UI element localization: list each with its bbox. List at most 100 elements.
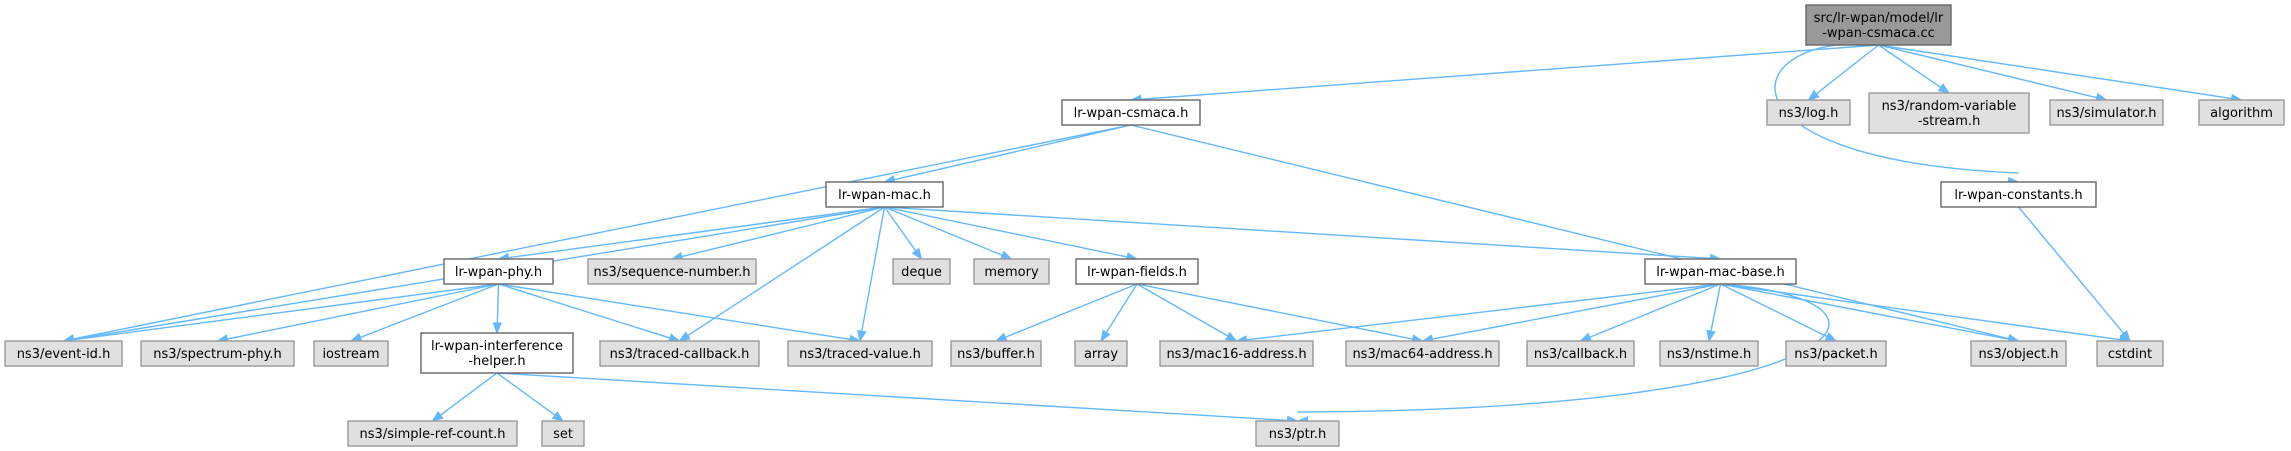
node-box <box>1255 420 1340 447</box>
node-constants_h[interactable]: lr-wpan-constants.h <box>1940 181 2097 208</box>
edge-arrowhead <box>1937 83 1951 94</box>
edge-line <box>1136 283 1230 338</box>
edge-line <box>893 124 1132 181</box>
edge-line <box>1431 283 1721 340</box>
node-label: lr-wpan-csmaca.h <box>1074 106 1189 121</box>
node-iostream: iostream <box>313 340 389 367</box>
edge-mac_h-to-macbase_h <box>884 206 1722 264</box>
node-label: cstdint <box>2108 347 2152 362</box>
node-label: deque <box>901 265 942 280</box>
edge-line <box>1588 283 1721 339</box>
node-label: lr-wpan-phy.h <box>455 265 542 280</box>
edge-arrowhead <box>551 410 565 422</box>
node-label: ns3/ptr.h <box>1269 427 1327 442</box>
node-label: lr-wpan-fields.h <box>1087 265 1187 280</box>
edge-line <box>72 283 499 341</box>
edge-mac_h-to-phy_h <box>497 206 885 263</box>
edge-arrowhead <box>1706 329 1716 343</box>
edge-line <box>1710 283 1722 333</box>
edge-constants_h-to-cstdint <box>2017 206 2131 343</box>
edge-fields_h-to-array <box>1100 283 1138 343</box>
edge-line <box>496 372 557 417</box>
node-box <box>1644 258 1797 285</box>
node-label: lr-wpan-mac.h <box>838 188 931 203</box>
node-ptr_h: ns3/ptr.h <box>1255 420 1340 447</box>
edge-line <box>1878 44 2098 99</box>
edge-root-to-rvs_h <box>1878 44 1951 94</box>
edge-arrowhead <box>999 250 1013 260</box>
node-label: ns3/event-id.h <box>17 347 111 362</box>
node-label: ns3/simulator.h <box>2056 106 2156 121</box>
node-seqnum_h: ns3/sequence-number.h <box>587 258 757 285</box>
node-label: ns3/callback.h <box>1534 347 1627 362</box>
edge-line <box>1815 44 1879 95</box>
node-box <box>599 340 760 367</box>
node-fields_h[interactable]: lr-wpan-fields.h <box>1075 258 1199 285</box>
node-csmaca_h[interactable]: lr-wpan-csmaca.h <box>1061 99 1201 126</box>
edge-line <box>359 283 499 339</box>
edges-layer <box>62 43 2243 426</box>
node-cstdint: cstdint <box>2096 340 2164 367</box>
edge-line <box>1878 44 1942 89</box>
edge-line <box>1720 283 1829 338</box>
edge-mac_h-to-memory <box>884 206 1013 260</box>
edge-arrowhead <box>349 332 363 342</box>
node-tcallback_h: ns3/traced-callback.h <box>599 340 760 367</box>
edge-arrowhead <box>1824 332 1838 342</box>
node-macbase_h[interactable]: lr-wpan-mac-base.h <box>1644 258 1797 285</box>
edge-line <box>1139 44 1879 101</box>
node-label: algorithm <box>2210 106 2273 121</box>
node-box <box>973 258 1050 285</box>
edge-arrowhead <box>857 329 867 343</box>
node-label: array <box>1084 347 1118 362</box>
node-label: ns3/object.h <box>1978 347 2058 362</box>
edge-line <box>72 124 1132 340</box>
node-label: ns3/sequence-number.h <box>594 265 751 280</box>
edge-csmaca_h-to-mac_h <box>883 124 1132 185</box>
node-label: ns3/traced-callback.h <box>610 347 750 362</box>
node-eventid_h: ns3/event-id.h <box>4 340 123 367</box>
node-box <box>1159 340 1314 367</box>
node-box <box>1785 340 1887 367</box>
edge-root-to-csmaca_h <box>1129 44 1879 104</box>
node-label: ns3/simple-ref-count.h <box>360 427 506 442</box>
node-box <box>1345 340 1500 367</box>
node-box <box>892 258 951 285</box>
edge-mac_h-to-tcallback_h <box>678 206 885 342</box>
node-label: ns3/spectrum-phy.h <box>153 347 282 362</box>
node-box <box>420 332 574 374</box>
node-tvalue_h: ns3/traced-value.h <box>787 340 933 367</box>
node-root[interactable]: src/lr-wpan/model/lr-wpan-csmaca.cc <box>1805 4 1952 46</box>
node-array: array <box>1074 340 1128 367</box>
edge-line <box>1774 43 2019 174</box>
edge-line <box>498 283 852 341</box>
node-label: -stream.h <box>1918 114 1981 129</box>
edge-root-to-log_h <box>1807 44 1879 101</box>
node-box <box>541 420 585 447</box>
edge-line <box>883 206 917 253</box>
edge-line <box>1878 44 2233 100</box>
node-box <box>1659 340 1759 367</box>
edge-fields_h-to-mac64_h <box>1136 283 1424 344</box>
node-simplerc_h: ns3/simple-ref-count.h <box>347 420 518 447</box>
node-box <box>2049 99 2164 126</box>
edge-phy_h-to-interf_h <box>492 283 503 335</box>
node-phy_h[interactable]: lr-wpan-phy.h <box>443 258 554 285</box>
node-object_h: ns3/object.h <box>1970 340 2067 367</box>
node-box <box>1075 258 1199 285</box>
edge-line <box>686 206 885 337</box>
node-box <box>825 181 944 208</box>
edge-line <box>1004 283 1138 339</box>
node-box <box>1805 4 1952 46</box>
edge-line <box>680 206 885 258</box>
node-label: ns3/traced-value.h <box>799 347 921 362</box>
edge-line <box>498 283 672 339</box>
node-box <box>4 340 123 367</box>
node-interf_h[interactable]: lr-wpan-interference-helper.h <box>420 332 574 374</box>
edge-line <box>496 372 1289 422</box>
node-box <box>2096 340 2164 367</box>
node-box <box>347 420 518 447</box>
edge-line <box>1720 283 2122 341</box>
node-mac64_h: ns3/mac64-address.h <box>1345 340 1500 367</box>
node-mac_h[interactable]: lr-wpan-mac.h <box>825 181 944 208</box>
